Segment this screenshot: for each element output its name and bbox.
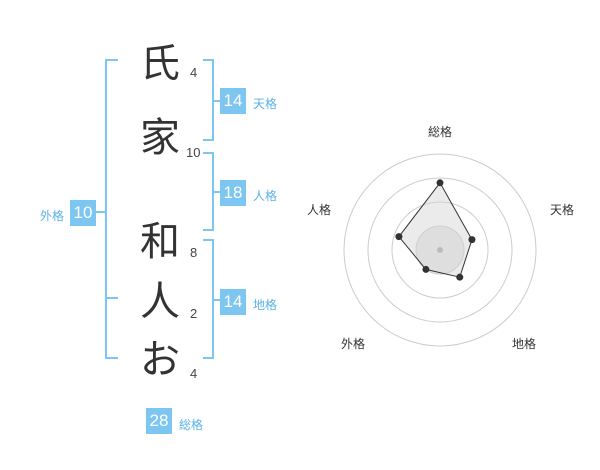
chikaku-label: 地格	[253, 298, 278, 312]
tenkaku-value: 14	[220, 88, 246, 114]
radar-axis-label-sokaku: 総格	[428, 125, 453, 139]
radar-ring-3	[367, 177, 513, 323]
name-char-5: お	[140, 337, 180, 383]
radar-point-0	[436, 179, 444, 187]
jinkaku-label: 人格	[253, 189, 278, 203]
radar-axis-label-gaikaku: 外格	[341, 337, 366, 351]
radar-polygon	[398, 181, 473, 278]
stroke-count-5: 4	[190, 366, 198, 381]
name-char-3: 和	[140, 219, 180, 265]
jinkaku-value: 18	[220, 180, 246, 206]
radar-point-3	[422, 265, 430, 273]
radar-point-4	[395, 233, 403, 241]
name-char-1: 氏	[140, 41, 180, 87]
stroke-count-1: 4	[190, 65, 198, 80]
name-char-4: 人	[140, 279, 180, 325]
chikaku-value: 14	[220, 289, 246, 315]
stroke-count-3: 8	[190, 245, 198, 260]
radar-point-1	[468, 236, 476, 244]
radar-axis-label-chikaku: 地格	[512, 337, 537, 351]
radar-ring-4	[343, 153, 537, 347]
sokaku-value: 28	[146, 408, 172, 434]
radar-ring-2	[391, 201, 489, 299]
gaikaku-value: 10	[70, 200, 96, 226]
radar-point-2	[456, 273, 464, 281]
radar-center	[437, 247, 443, 253]
gaikaku-bracket	[105, 59, 118, 359]
radar-axis-label-jinkaku: 人格	[307, 203, 332, 217]
tenkaku-label: 天格	[253, 97, 278, 111]
name-char-2: 家	[140, 115, 180, 161]
radar-axis-label-tenkaku: 天格	[550, 203, 575, 217]
sokaku-label: 総格	[179, 418, 204, 432]
stroke-count-2: 10	[186, 145, 201, 160]
stroke-count-4: 2	[190, 306, 198, 321]
gaikaku-label: 外格	[40, 209, 65, 223]
